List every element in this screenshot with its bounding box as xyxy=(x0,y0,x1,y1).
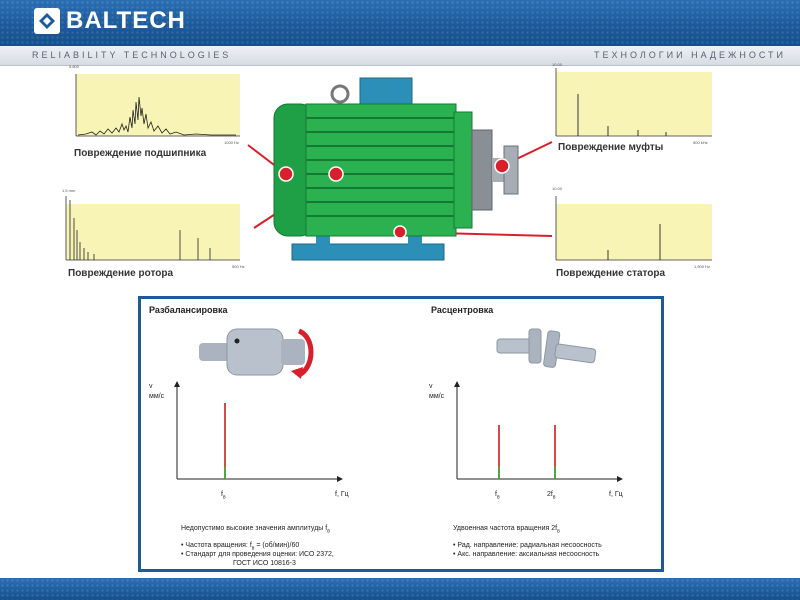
misalignment-description: Удвоенная частота вращения 2fв xyxy=(453,525,560,535)
misalignment-y-unit: мм/с xyxy=(429,393,445,400)
rotor-x-end: 500 Hz xyxy=(232,264,245,269)
terminal-box xyxy=(359,77,413,107)
misalignment-x-axis: f, Гц xyxy=(609,491,623,498)
unbalance-title: Разбалансировка xyxy=(149,305,228,315)
rotor-spectrum: 1.5 mm 500 Hz xyxy=(60,186,250,269)
misalignment-bullet-1: • Рад. направление: радиальная несооснос… xyxy=(453,542,602,549)
misalignment-y-axis: v xyxy=(429,383,433,390)
stator-x-end: 1,500 Hz xyxy=(694,264,710,269)
bearing-spectrum-trace xyxy=(77,96,236,136)
unbalance-bullet-3: ГОСТ ИСО 10816-3 xyxy=(233,560,296,567)
caption-rotor: Повреждение ротора xyxy=(68,268,174,279)
rotor-y-top: 1.5 mm xyxy=(62,188,76,193)
stator-spectrum: 10.00 1,500 Hz xyxy=(548,186,718,269)
spectrum-plot-area xyxy=(556,72,712,136)
unbalance-bullet-1: • Частота вращения: fв = (об/мин)/60 xyxy=(181,542,300,552)
lifting-eye xyxy=(330,84,350,104)
bearing-x-end: 1000 Hz xyxy=(224,140,239,145)
caption-bearing: Повреждение подшипника xyxy=(74,148,207,159)
baltech-logo-icon xyxy=(34,8,60,34)
header-banner: BALTECH xyxy=(0,0,800,46)
footer-bar xyxy=(0,578,800,600)
caption-stator: Повреждение статора xyxy=(556,268,666,279)
misaligned-shafts-illustration xyxy=(495,321,605,386)
unbalance-y-unit: мм/с xyxy=(149,393,165,400)
rotor-spectrum-lines xyxy=(69,200,211,260)
misalignment-spectrum-chart xyxy=(421,379,641,494)
bearing-y-top: 5.800 xyxy=(69,64,80,69)
cooling-fins xyxy=(306,117,456,217)
coupling-spectrum: 10.00 500 kHz xyxy=(548,62,718,147)
unbalance-bullet-2: • Стандарт для проведения оценки: ИСО 23… xyxy=(181,551,334,558)
unbalance-peak-label: fв xyxy=(221,491,226,501)
spectrum-plot-area xyxy=(556,204,712,260)
misalignment-bullet-2: • Акс. направление: аксиальная несооснос… xyxy=(453,551,600,558)
misalignment-peak1-label: fв xyxy=(495,491,500,501)
coupling-spectrum-lines xyxy=(577,94,667,136)
unbalance-spectrum-chart xyxy=(141,379,361,494)
diagnostics-panel: Разбалансировка v мм/с fв f, Гц Недопуст… xyxy=(138,296,664,572)
fault-markers xyxy=(278,158,510,239)
stator-y-top: 10.00 xyxy=(552,186,563,191)
bearing-spectrum: 5.800 1000 Hz xyxy=(66,62,246,147)
bearing-housing xyxy=(471,129,493,211)
unbalance-description: Недопустимо высокие значения амплитуды f… xyxy=(181,525,330,535)
tagline-right: ТЕХНОЛОГИИ НАДЕЖНОСТИ xyxy=(594,50,786,60)
motor-base xyxy=(291,243,445,261)
brand-name: BALTECH xyxy=(66,7,186,34)
electric-motor-illustration xyxy=(240,70,560,295)
unbalanced-rotor-illustration xyxy=(191,321,331,386)
tagline-left: RELIABILITY TECHNOLOGIES xyxy=(32,50,232,60)
caption-coupling: Повреждение муфты xyxy=(558,142,664,153)
misalignment-title: Расцентровка xyxy=(431,305,494,315)
stator-spectrum-lines xyxy=(607,224,661,260)
spectrum-plot-area xyxy=(66,204,240,260)
tagline-bar: RELIABILITY TECHNOLOGIES ТЕХНОЛОГИИ НАДЕ… xyxy=(0,46,800,66)
unbalance-x-axis: f, Гц xyxy=(335,491,349,498)
coupling-y-top: 10.00 xyxy=(552,62,563,67)
misalignment-peak2-label: 2fв xyxy=(547,491,556,501)
unbalance-y-axis: v xyxy=(149,383,153,390)
coupling-x-end: 500 kHz xyxy=(693,140,708,145)
